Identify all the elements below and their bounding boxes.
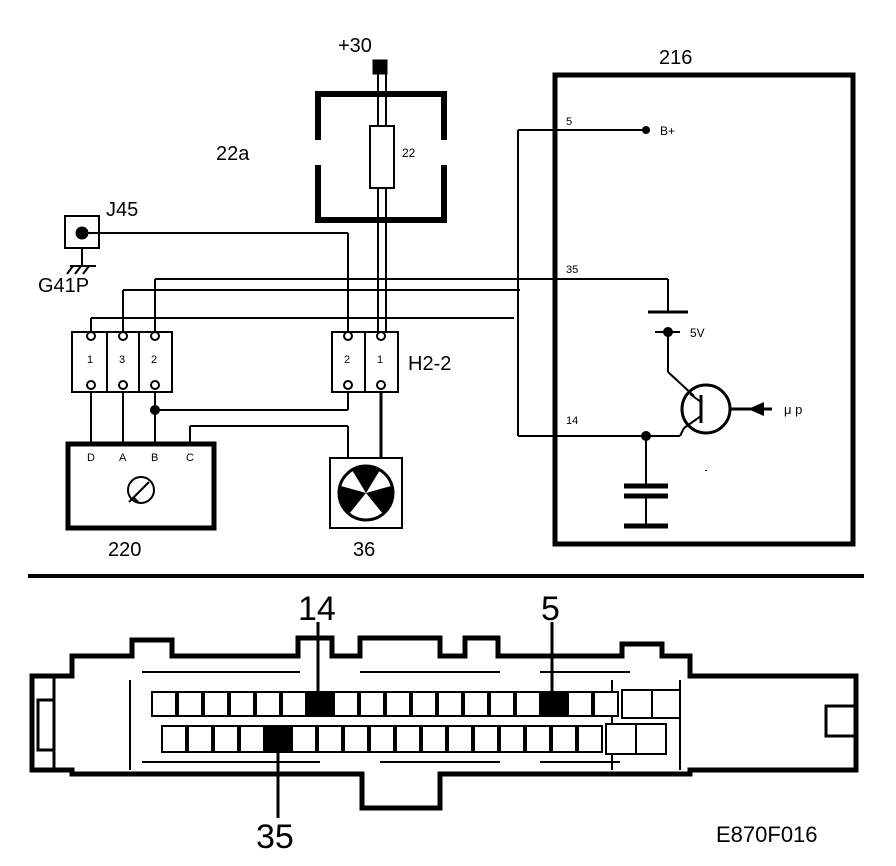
sensor-pin-label: A [119,452,127,464]
transistor [680,383,732,435]
fuse-box-22a [315,91,447,223]
jack-label: J45 [106,199,138,221]
connector-pin [473,725,499,753]
connector-left-pin: 2 [151,354,157,366]
connector-pin [187,725,213,753]
connector-pin-large [605,723,637,755]
sensor-symbol [127,476,155,504]
callout-label-35: 35 [256,818,294,856]
connector-pin-highlighted [265,725,291,753]
connector-view [29,635,859,811]
connector-pin [551,725,577,753]
ground-hatch [66,265,74,275]
fuse-label: 22 [402,146,416,160]
connector-pin [151,691,177,717]
sensor-pin-label: C [186,452,194,464]
figure-id: E870F016 [716,822,818,847]
connector-pin [255,691,281,717]
b-plus-label: B+ [660,124,675,138]
control-unit-label: 216 [659,47,692,69]
fan-36 [329,457,403,529]
sensor-pin-label: B [151,452,158,464]
five-volt-label: 5V [690,326,705,340]
fan-label: 36 [353,539,375,561]
connector-pin [499,725,525,753]
connector-left-pin: 1 [87,354,93,366]
connector-pin [411,691,437,717]
connector-pin [317,725,343,753]
micro-label: μ p [784,402,802,417]
connector-pin [369,725,395,753]
connector-pin [239,725,265,753]
fan-icon [337,464,395,522]
connector-pin [213,725,239,753]
connector-pin-rows [151,689,681,755]
connector-pin [385,691,411,717]
fuse-22 [369,125,395,189]
connector-pin [515,691,541,717]
connector-pin-highlighted [307,691,333,717]
connector-pin [447,725,473,753]
connector-pin [229,691,255,717]
connector-housing [29,635,859,811]
connector-pin [463,691,489,717]
connector-pin [593,691,619,717]
connector-pin-large [635,723,667,755]
connector-pin [281,691,307,717]
connector-h2-label: H2-2 [408,353,451,375]
ground-label: G41P [38,275,89,297]
supply-terminal [372,59,388,75]
connector-latch-left [30,674,56,772]
connector-pin [395,725,421,753]
connector-pin-highlighted [541,691,567,717]
jack-j45-terminal [75,226,89,240]
connector-pin [291,725,317,753]
connector-pin [421,725,447,753]
connector-left-pin: 3 [119,354,125,366]
pin-14-label: 14 [566,415,578,427]
connector-pin [437,691,463,717]
callout-label-14: 14 [298,590,336,628]
connector-pin-large [651,689,681,719]
control-unit-216 [552,72,856,547]
wires [88,74,772,529]
sensor-label: 220 [108,539,141,561]
connector-pin-large [621,689,653,719]
connector-pin [203,691,229,717]
fuse-box-label: 22a [216,143,250,165]
pin-5-label: 5 [566,116,572,128]
pin-35-label: 35 [566,264,578,276]
connector-pin [359,691,385,717]
connector-h2-2 [331,331,399,393]
connector-pin [577,725,603,753]
callout-label-5: 5 [541,590,560,628]
connector-pin [567,691,593,717]
supply-label: +30 [338,35,372,57]
sensor-pin-label: D [87,452,95,464]
connector-pin [333,691,359,717]
connector-pin [177,691,203,717]
connector-pin [489,691,515,717]
schematic [64,59,856,547]
connector-pin [525,725,551,753]
connector-pin [343,725,369,753]
connector-h2-pin: 1 [377,354,383,366]
connector-pin [161,725,187,753]
connector-h2-pin: 2 [344,354,350,366]
sensor-220 [65,441,217,531]
